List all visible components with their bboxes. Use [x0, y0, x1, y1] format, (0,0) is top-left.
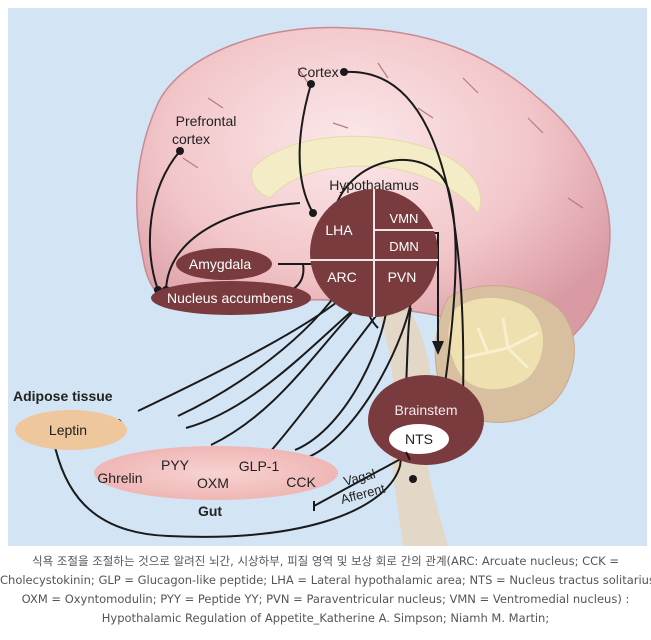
dmn-label: DMN	[389, 239, 419, 254]
gut-hormone-oxm: OXM	[197, 475, 229, 491]
figure-caption: 식욕 조절을 조절하는 것으로 알려진 뇌간, 시상하부, 피질 영역 및 보상…	[0, 552, 651, 628]
pvn-label: PVN	[388, 269, 417, 285]
gut-hormone-pyy: PYY	[161, 457, 190, 473]
arc-label: ARC	[327, 269, 357, 285]
hypothalamus: Hypothalamus LHA VMN DMN ARC PVN	[310, 177, 438, 317]
gut-hormone-cck: CCK	[286, 474, 316, 490]
caption-line: 식욕 조절을 조절하는 것으로 알려진 뇌간, 시상하부, 피질 영역 및 보상…	[32, 554, 619, 568]
nucleus-accumbens-ellipse	[151, 281, 311, 315]
lha-label: LHA	[325, 222, 353, 238]
gut-hormone-ghrelin: Ghrelin	[97, 470, 142, 486]
amygdala-label: Amygdala	[189, 256, 251, 272]
caption-line: OXM = Oxyntomodulin; PYY = Peptide YY; P…	[21, 592, 630, 606]
nts-label: NTS	[405, 431, 433, 447]
brainstem-label: Brainstem	[394, 402, 457, 418]
amygdala-ellipse	[176, 248, 272, 280]
cerebellum-folia	[448, 297, 543, 390]
caption-line: Hypothalamic Regulation of Appetite_Kath…	[101, 611, 550, 625]
appetite-regulation-figure: Hypothalamus LHA VMN DMN ARC PVN Cortex …	[8, 8, 647, 546]
corpus-callosum	[251, 135, 482, 214]
vmn-label: VMN	[390, 211, 419, 226]
prefrontal-label-1: Prefrontal	[176, 113, 237, 129]
leptin-label: Leptin	[49, 422, 87, 438]
cortex-label: Cortex	[297, 64, 338, 80]
gut-ellipse	[94, 446, 338, 500]
hypothalamus-label: Hypothalamus	[329, 177, 419, 193]
caption-line: Cholecystokinin; GLP = Glucagon-like pep…	[0, 573, 651, 587]
nucleus-accumbens-label: Nucleus accumbens	[167, 290, 293, 306]
gut-title: Gut	[198, 503, 222, 519]
sulcus-lines	[182, 62, 584, 209]
gut-hormone-glp1: GLP-1	[239, 458, 280, 474]
adipose-ellipse	[15, 410, 127, 450]
adipose-title: Adipose tissue	[13, 388, 113, 404]
prefrontal-label-2: cortex	[172, 131, 210, 147]
nts-ellipse	[389, 424, 449, 454]
cerebellum-branch	[462, 317, 539, 370]
